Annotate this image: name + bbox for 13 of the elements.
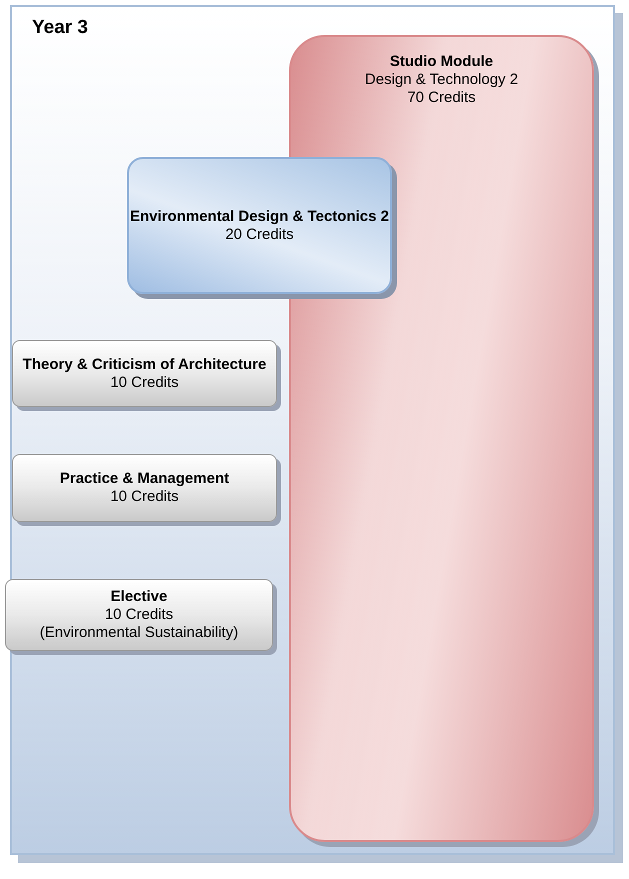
module-title: Studio Module bbox=[388, 53, 494, 71]
module-title: Practice & Management bbox=[58, 470, 230, 488]
module-detail: 10 Credits bbox=[109, 488, 180, 506]
module-detail: Design & Technology 2 bbox=[364, 71, 520, 89]
module-title: Theory & Criticism of Architecture bbox=[22, 356, 268, 374]
module-detail: 10 Credits bbox=[109, 374, 180, 392]
module-detail: 10 Credits bbox=[104, 606, 174, 624]
module-detail: 20 Credits bbox=[224, 226, 295, 244]
module-title: Environmental Design & Tectonics 2 bbox=[129, 208, 390, 226]
module-detail: (Environmental Sustainability) bbox=[38, 624, 240, 642]
panel-title: Year 3 bbox=[32, 17, 88, 39]
module-title: Elective bbox=[110, 588, 168, 606]
module-detail: 70 Credits bbox=[406, 89, 477, 107]
